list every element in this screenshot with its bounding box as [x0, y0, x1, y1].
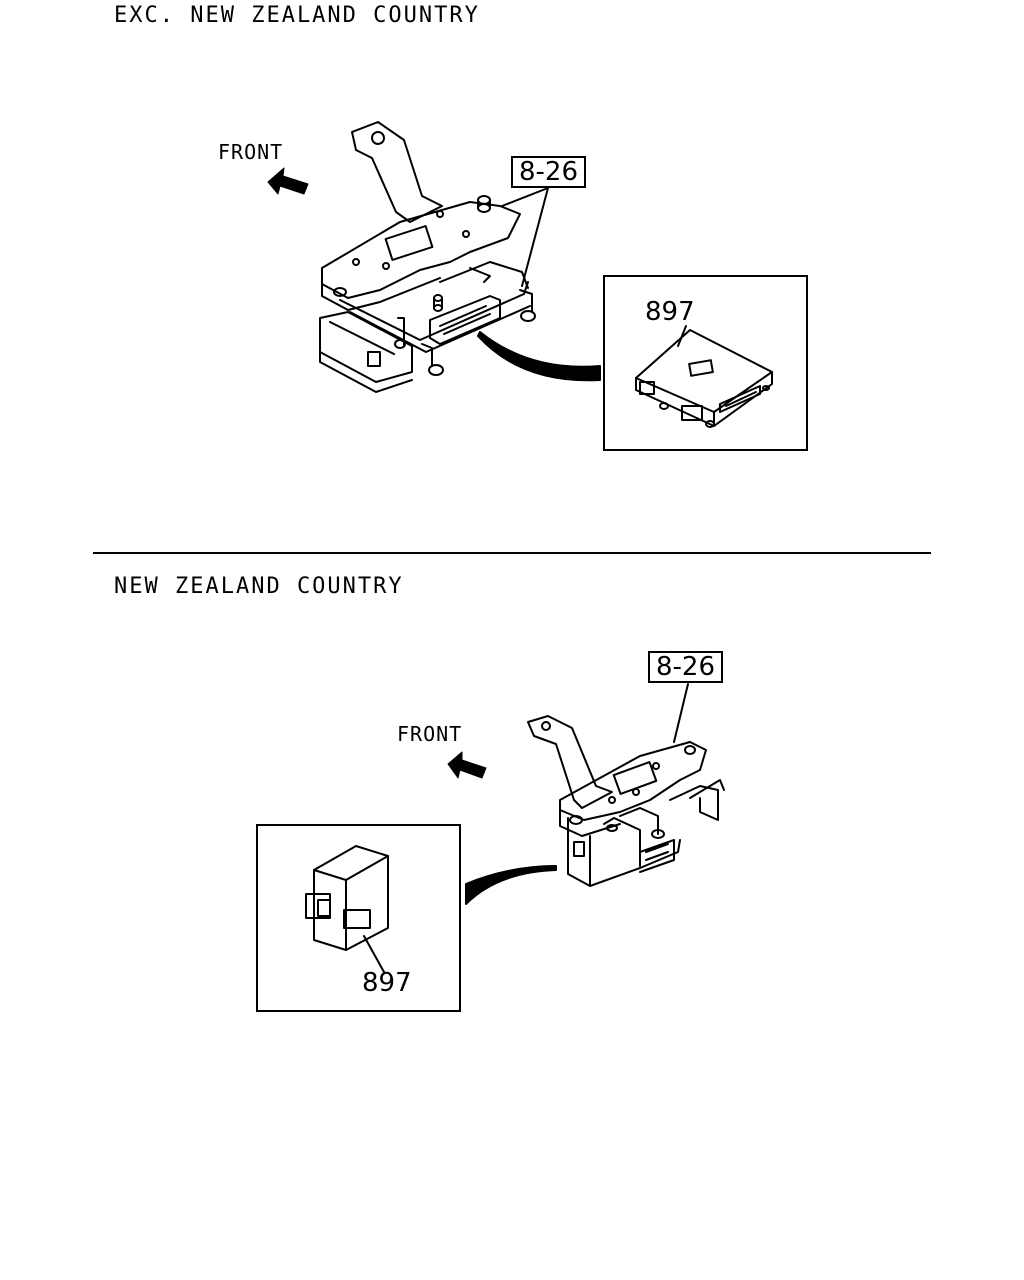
- reference-box-top: 8-26: [511, 156, 587, 188]
- part-detail-inset-top: [603, 275, 808, 451]
- front-arrow-icon-bottom: [447, 751, 487, 779]
- front-label-top: FRONT: [218, 140, 284, 164]
- front-label-bottom: FRONT: [397, 722, 463, 746]
- section-title-exc-new-zealand: EXC. NEW ZEALAND COUNTRY: [114, 3, 480, 28]
- bracket-assembly-bottom: [527, 715, 725, 887]
- part-number-top: 897: [645, 297, 695, 327]
- reference-box-bottom: 8-26: [648, 651, 724, 683]
- part-number-bottom: 897: [362, 968, 412, 998]
- section-title-new-zealand: NEW ZEALAND COUNTRY: [114, 574, 404, 599]
- front-arrow-icon: [267, 167, 309, 195]
- bracket-assembly-top: [319, 121, 536, 393]
- control-unit-illustration-top: [635, 329, 773, 428]
- control-unit-illustration-bottom: [305, 845, 389, 951]
- part-detail-inset-bottom: [256, 824, 461, 1012]
- section-divider: [93, 552, 931, 554]
